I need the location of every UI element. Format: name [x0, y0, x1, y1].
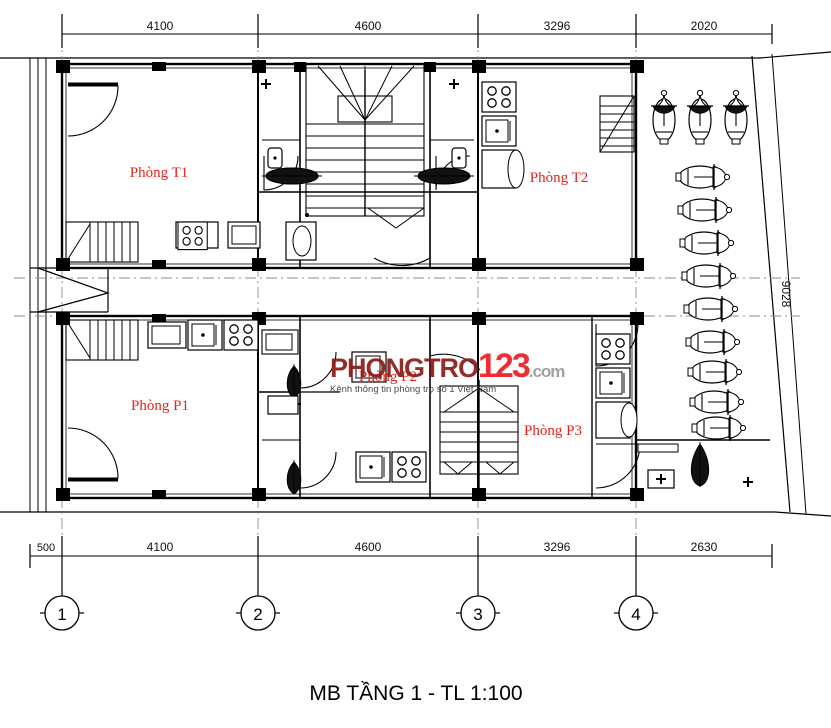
columns-lower [56, 312, 644, 501]
dim-top-4: 2020 [691, 19, 718, 33]
moto-horizontal-7 [687, 358, 743, 386]
moto-horizontal-8 [689, 388, 745, 416]
room-label-t2: Phòng T2 [530, 170, 588, 186]
site-boundary [0, 51, 831, 517]
moto-horizontal-4 [681, 262, 737, 290]
moto-horizontal-2 [677, 196, 733, 224]
dim-top-3: 3296 [544, 19, 571, 33]
dim-top-2: 4600 [355, 19, 382, 33]
room-label-t1: Phòng T1 [130, 165, 188, 181]
grid-bubble-label-3: 3 [473, 605, 482, 624]
main-staircase-lower [439, 380, 519, 490]
dimension-line-bottom [29, 536, 773, 596]
columns-upper [56, 60, 644, 271]
dim-top-1: 4100 [147, 19, 174, 33]
main-staircase-upper [304, 63, 425, 229]
fixtures-upper [175, 78, 525, 261]
lower-unit-walls [60, 314, 770, 500]
room-label-p2: Phòng P2 [359, 369, 417, 385]
moto-horizontal-1 [675, 163, 731, 191]
moto-horizontal-9 [691, 414, 747, 442]
drawing-title: MB TẦNG 1 - TL 1:100 [309, 682, 522, 705]
moto-vertical-1 [650, 89, 678, 145]
room-label-p3: Phòng P3 [524, 423, 582, 439]
grid-bubble-4 [614, 595, 658, 631]
room-label-p1: Phòng P1 [131, 398, 189, 414]
grid-bubble-label-4: 4 [631, 605, 640, 624]
service-stairs [65, 95, 635, 361]
dim-bottom-4: 2630 [691, 540, 718, 554]
moto-vertical-2 [686, 89, 714, 145]
grid-bubble-label-2: 2 [253, 605, 262, 624]
grid-bubble-3 [456, 595, 500, 631]
dim-bottom-1: 4100 [147, 540, 174, 554]
dimension-line-top [61, 14, 773, 48]
dim-bottom-3: 3296 [544, 540, 571, 554]
moto-vertical-3 [722, 89, 750, 145]
grid-bubble-label-1: 1 [57, 605, 66, 624]
ramp-wedge [30, 267, 111, 313]
dim-right-vertical: 9028 [779, 281, 793, 308]
dim-bottom-0: 500 [37, 542, 55, 554]
moto-horizontal-6 [685, 328, 741, 356]
dim-bottom-2: 4600 [355, 540, 382, 554]
grid-bubble-2 [236, 595, 280, 631]
grid-bubble-1 [40, 595, 84, 631]
moto-horizontal-3 [679, 229, 735, 257]
grid-axes [14, 14, 800, 596]
fixtures-lower [147, 319, 754, 495]
moto-horizontal-5 [683, 295, 739, 323]
door-swings [67, 82, 641, 489]
motorcycle-parking [650, 89, 750, 442]
